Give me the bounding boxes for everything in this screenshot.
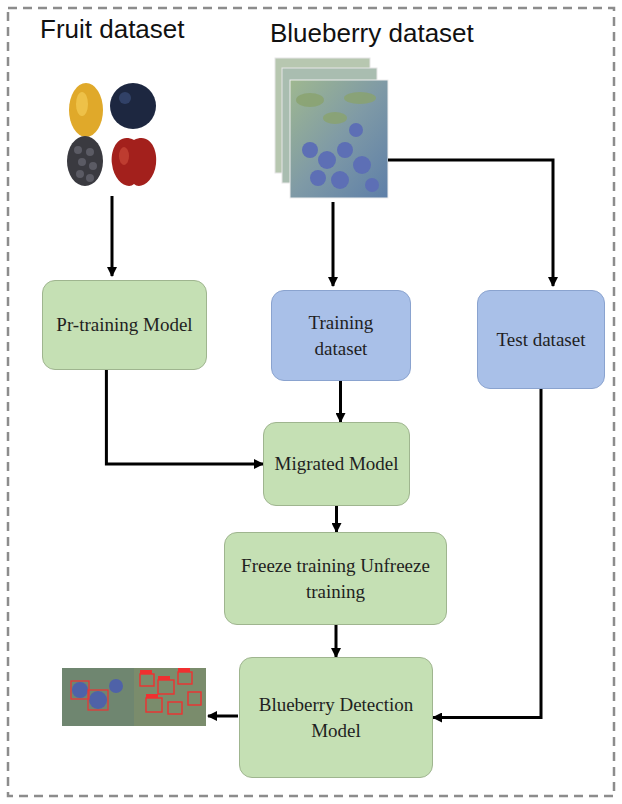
box-text: Blueberry Detection Model (250, 692, 422, 743)
dataset-heading: Blueberry dataset (270, 18, 474, 49)
process-box: Blueberry Detection Model (239, 657, 433, 778)
box-text: Test dataset (497, 327, 586, 353)
flow-arrow (106, 370, 263, 464)
dataset-box: Test dataset (477, 290, 605, 389)
box-text: Pr-training Model (56, 312, 192, 338)
detection-images (62, 668, 206, 726)
blueberry-images (275, 58, 388, 198)
fruit-images (67, 83, 156, 186)
dashed-frame (8, 8, 614, 796)
dataset-heading: Fruit dataset (40, 14, 185, 45)
box-text: Freeze training Unfreeze training (235, 553, 436, 604)
flow-arrow (433, 389, 541, 718)
process-box: Migrated Model (263, 422, 410, 506)
flow-arrow (339, 381, 342, 422)
process-box: Freeze training Unfreeze training (224, 532, 447, 625)
box-text: Migrated Model (274, 451, 398, 477)
process-box: Pr-training Model (42, 280, 207, 370)
box-text: Training dataset (282, 310, 400, 361)
dataset-box: Training dataset (271, 290, 411, 381)
image-arrows (112, 160, 553, 716)
flow-arrow (335, 625, 338, 657)
flow-arrow (335, 506, 338, 532)
